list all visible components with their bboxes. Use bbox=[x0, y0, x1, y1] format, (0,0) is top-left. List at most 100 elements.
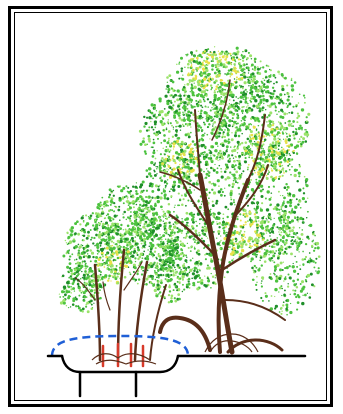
foliage-dot bbox=[251, 72, 254, 75]
foliage-dot bbox=[258, 175, 261, 178]
foliage-dot bbox=[87, 231, 90, 234]
foliage-dot bbox=[237, 152, 238, 153]
foliage-dot bbox=[149, 222, 151, 224]
foliage-dot bbox=[307, 136, 308, 137]
foliage-dot bbox=[195, 175, 197, 177]
foliage-dot bbox=[228, 119, 231, 122]
foliage-dot bbox=[296, 286, 298, 288]
foliage-dot bbox=[164, 108, 166, 110]
foliage-dot bbox=[96, 230, 98, 232]
foliage-dot bbox=[174, 297, 176, 299]
foliage-dot bbox=[210, 167, 212, 169]
foliage-dot bbox=[217, 242, 220, 245]
foliage-dot bbox=[262, 141, 264, 143]
foliage-dot bbox=[276, 96, 278, 98]
foliage-dot bbox=[207, 62, 210, 65]
foliage-dot bbox=[149, 110, 151, 112]
foliage-dot bbox=[90, 215, 93, 218]
foliage-dot bbox=[177, 113, 179, 115]
foliage-dot bbox=[218, 226, 220, 228]
foliage-dot bbox=[252, 279, 254, 281]
foliage-dot bbox=[289, 193, 292, 196]
foliage-dot bbox=[287, 234, 290, 237]
foliage-dot bbox=[109, 188, 112, 191]
foliage-dot bbox=[269, 153, 270, 154]
foliage-dot bbox=[286, 253, 288, 255]
foliage-dot bbox=[302, 251, 304, 253]
foliage-dot bbox=[274, 274, 276, 276]
foliage-dot bbox=[159, 100, 162, 103]
foliage-dot bbox=[278, 191, 280, 193]
foliage-dot bbox=[143, 238, 146, 241]
foliage-dot bbox=[241, 120, 243, 122]
foliage-dot bbox=[117, 240, 120, 243]
foliage-dot bbox=[186, 275, 187, 276]
foliage-dot bbox=[104, 274, 107, 277]
foliage-dot bbox=[70, 275, 72, 277]
foliage-dot bbox=[284, 267, 286, 269]
foliage-dot bbox=[190, 65, 192, 67]
foliage-dot bbox=[118, 273, 120, 275]
foliage-dot bbox=[205, 153, 208, 156]
foliage-dot bbox=[169, 158, 171, 160]
foliage-dot bbox=[194, 247, 195, 248]
foliage-dot bbox=[242, 170, 244, 172]
foliage-dot bbox=[288, 149, 290, 151]
foliage-dot bbox=[207, 85, 209, 87]
foliage-dot bbox=[153, 254, 155, 256]
foliage-dot bbox=[151, 112, 154, 115]
foliage-dot bbox=[208, 157, 211, 160]
foliage-dot bbox=[189, 269, 192, 272]
foliage-dot bbox=[230, 202, 233, 205]
foliage-dot bbox=[213, 191, 216, 194]
foliage-dot bbox=[244, 50, 245, 51]
foliage-dot bbox=[179, 199, 181, 201]
foliage-dot bbox=[173, 272, 174, 273]
foliage-dot bbox=[229, 53, 231, 55]
foliage-dot bbox=[314, 235, 316, 237]
foliage-dot bbox=[288, 95, 290, 97]
foliage-dot bbox=[283, 301, 285, 303]
foliage-dot bbox=[202, 106, 204, 108]
foliage-dot bbox=[289, 154, 291, 156]
foliage-dot bbox=[262, 188, 264, 190]
foliage-dot bbox=[286, 145, 288, 147]
foliage-dot bbox=[201, 131, 203, 133]
foliage-dot bbox=[177, 89, 180, 92]
foliage-dot bbox=[265, 157, 267, 159]
foliage-dot bbox=[220, 248, 221, 249]
foliage-dot bbox=[278, 149, 280, 151]
foliage-dot bbox=[294, 81, 297, 84]
foliage-dot bbox=[191, 157, 193, 159]
foliage-dot bbox=[142, 226, 145, 229]
foliage-dot bbox=[261, 82, 263, 84]
foliage-dot bbox=[247, 240, 250, 243]
foliage-dot bbox=[293, 293, 296, 296]
foliage-dot bbox=[253, 126, 256, 129]
foliage-dot bbox=[313, 231, 315, 233]
foliage-dot bbox=[185, 95, 187, 97]
foliage-dot bbox=[181, 67, 184, 70]
foliage-dot bbox=[154, 174, 157, 177]
foliage-dot bbox=[271, 148, 273, 150]
foliage-dot bbox=[198, 88, 201, 91]
foliage-dot bbox=[168, 140, 170, 142]
foliage-dot bbox=[239, 124, 241, 126]
foliage-dot bbox=[101, 276, 104, 279]
foliage-dot bbox=[219, 156, 221, 158]
foliage-dot bbox=[286, 266, 289, 269]
foliage-dot bbox=[289, 277, 291, 279]
foliage-dot bbox=[160, 179, 163, 182]
foliage-dot bbox=[196, 68, 198, 70]
foliage-dot bbox=[162, 129, 164, 131]
foliage-dot bbox=[276, 264, 279, 267]
foliage-dot bbox=[220, 59, 222, 61]
foliage-dot bbox=[257, 68, 260, 71]
foliage-dot bbox=[287, 283, 288, 284]
foliage-dot bbox=[275, 279, 278, 282]
foliage-dot bbox=[290, 246, 291, 247]
foliage-dot bbox=[88, 275, 90, 277]
foliage-dot bbox=[228, 141, 231, 144]
foliage-dot bbox=[276, 243, 278, 245]
foliage-dot bbox=[279, 135, 280, 136]
